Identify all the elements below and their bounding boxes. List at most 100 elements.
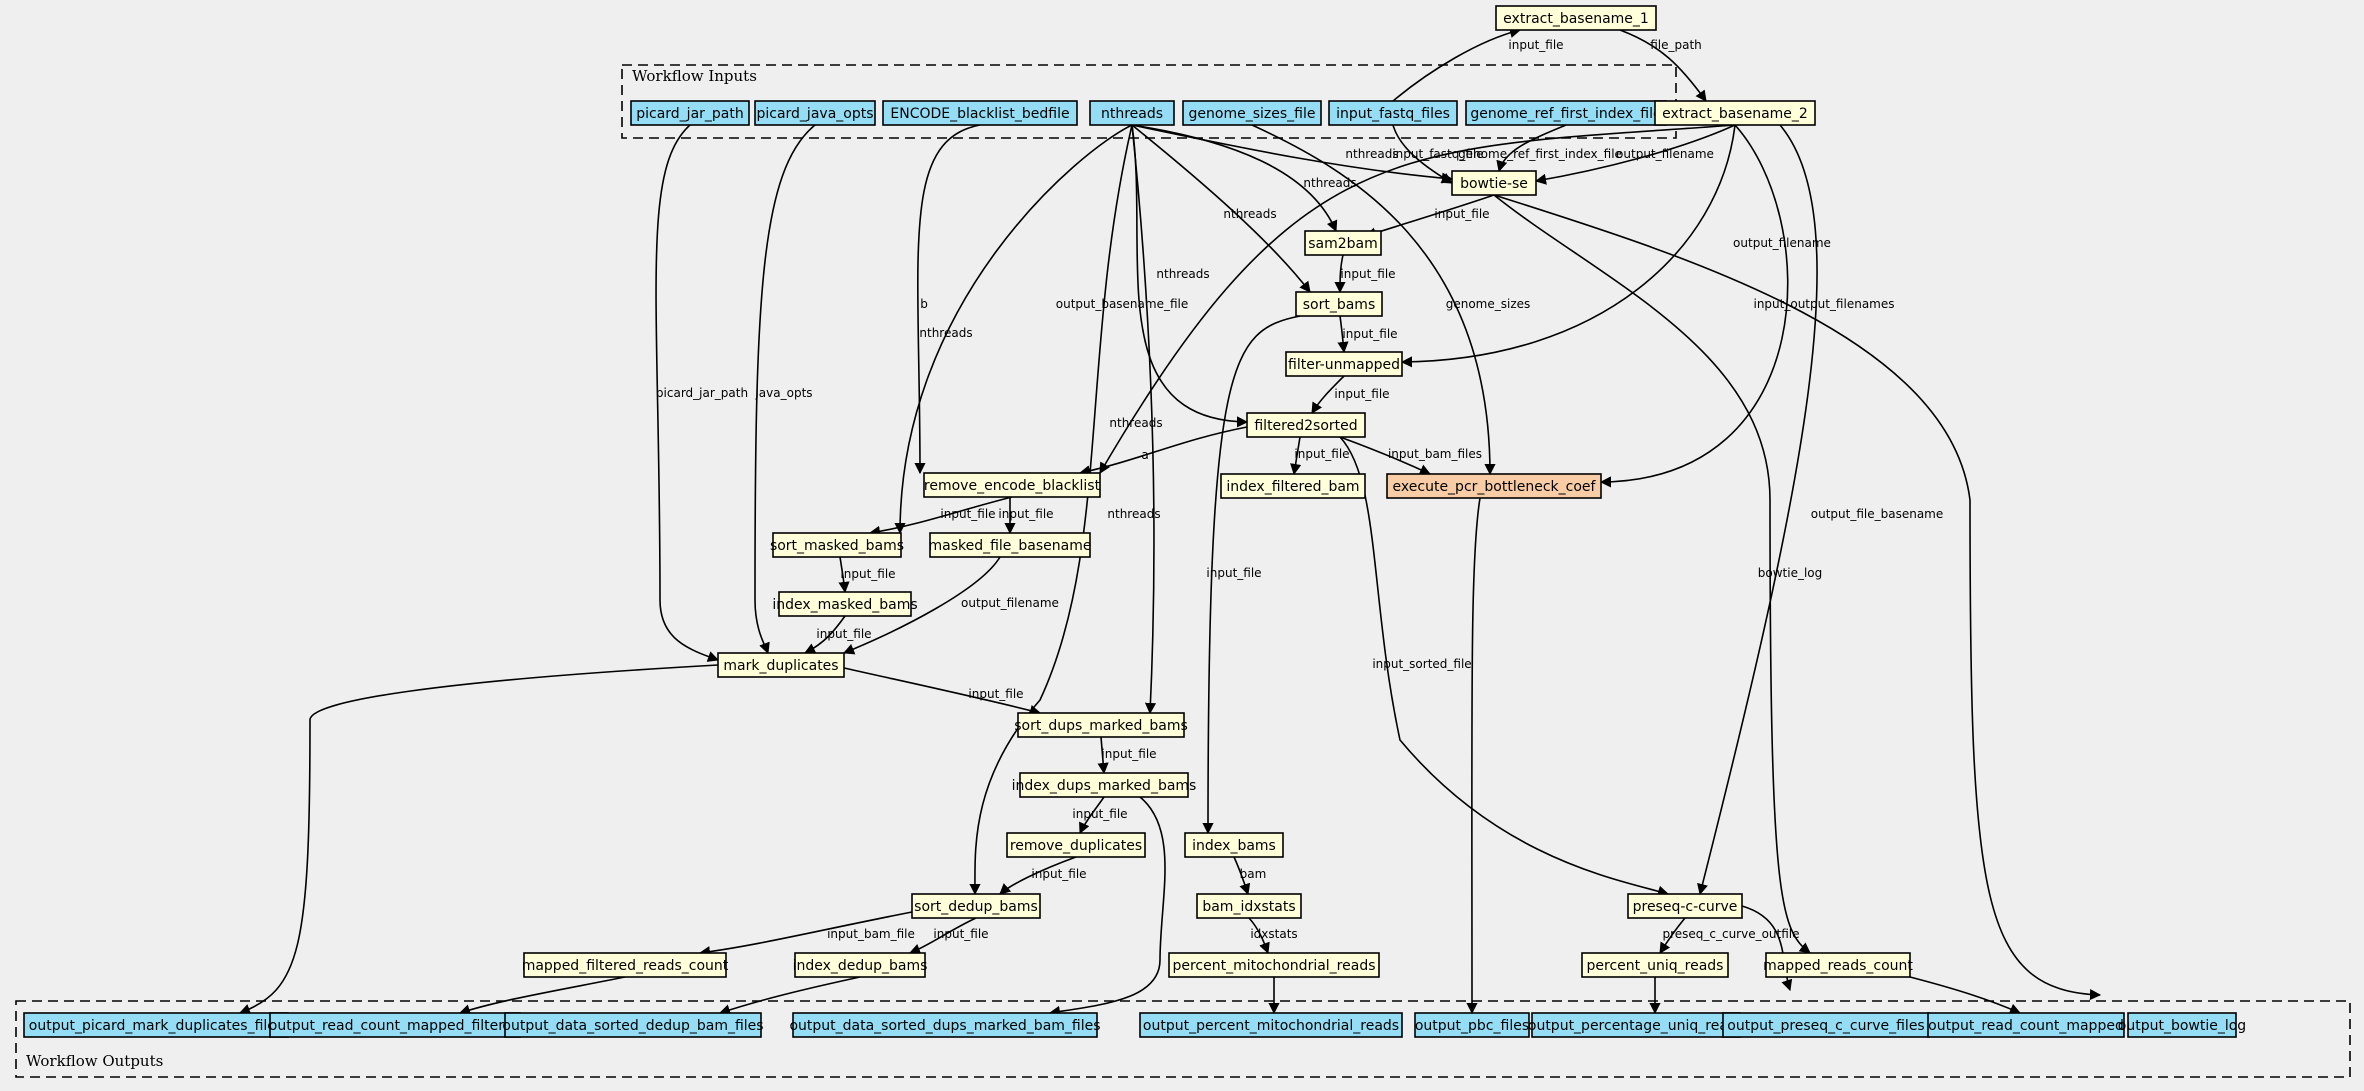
edge-nthreads-to-sort-dups-marked-bams bbox=[1131, 124, 1157, 715]
node-label: genome_sizes_file bbox=[1189, 106, 1316, 122]
output-output-data-sorted-dups-marked-bam-files[interactable]: output_data_sorted_dups_marked_bam_files bbox=[789, 1012, 1101, 1038]
edge-label: idxstats bbox=[1250, 927, 1297, 941]
node-box bbox=[269, 1012, 521, 1038]
node-box bbox=[1765, 952, 1911, 978]
input-genome-sizes-file[interactable]: genome_sizes_file bbox=[1182, 100, 1322, 126]
input-genome-ref-first-index-file[interactable]: genome_ref_first_index_file bbox=[1465, 100, 1667, 126]
step-mark-duplicates[interactable]: mark_duplicates bbox=[717, 652, 845, 678]
node-label: sam2bam bbox=[1308, 236, 1378, 252]
edge-filter-unmapped-to-filtered2sorted bbox=[1311, 375, 1345, 414]
edge-extract-basename-1-to-extract-basename-2 bbox=[1619, 29, 1707, 102]
step-bam-idxstats[interactable]: bam_idxstats bbox=[1196, 893, 1302, 919]
edge-index-dedup-bams-to-output-data-sorted-dedup-bam-files bbox=[718, 976, 861, 1016]
node-box bbox=[1196, 893, 1302, 919]
node-box bbox=[929, 532, 1091, 558]
step-mapped-filtered-reads-count[interactable]: mapped_filtered_reads_count bbox=[522, 952, 729, 978]
edge-label: input_output_filenames bbox=[1753, 297, 1894, 311]
edge-label: input_file bbox=[1031, 867, 1086, 881]
node-box bbox=[1927, 1012, 2125, 1038]
step-filter-unmapped[interactable]: filter-unmapped bbox=[1285, 351, 1403, 377]
edge-label: nthreads bbox=[1223, 207, 1276, 221]
node-label: mapped_filtered_reads_count bbox=[522, 958, 729, 974]
edge-sort-dups-marked-bams-to-index-dups-marked-bams bbox=[1097, 736, 1109, 775]
edge-remove-encode-blacklist-to-sort-masked-bams bbox=[868, 496, 1013, 537]
output-output-percent-mitochondrial-reads[interactable]: output_percent_mitochondrial_reads bbox=[1139, 1012, 1403, 1038]
step-sort-bams[interactable]: sort_bams bbox=[1295, 291, 1383, 317]
output-output-read-count-mapped-filtered[interactable]: output_read_count_mapped_filtered bbox=[269, 1012, 521, 1038]
step-sort-dedup-bams[interactable]: sort_dedup_bams bbox=[911, 893, 1041, 919]
edge-label: input_file bbox=[940, 507, 995, 521]
step-index-dedup-bams[interactable]: index_dedup_bams bbox=[793, 952, 928, 978]
step-execute-pcr-bottleneck-coef[interactable]: execute_pcr_bottleneck_coef bbox=[1386, 473, 1602, 499]
step-sam2bam[interactable]: sam2bam bbox=[1304, 230, 1382, 256]
output-output-preseq-c-curve-files[interactable]: output_preseq_c_curve_files bbox=[1722, 1012, 1930, 1038]
step-index-filtered-bam[interactable]: index_filtered_bam bbox=[1220, 473, 1366, 499]
node-box bbox=[1184, 832, 1284, 858]
node-box bbox=[1295, 291, 1383, 317]
input-ENCODE-blacklist-bedfile[interactable]: ENCODE_blacklist_bedfile bbox=[882, 100, 1078, 126]
node-box bbox=[882, 100, 1078, 126]
edge-label: output_filename bbox=[961, 596, 1059, 610]
node-label: sort_masked_bams bbox=[770, 538, 904, 554]
node-box bbox=[1220, 473, 1366, 499]
node-box bbox=[1017, 712, 1185, 738]
node-label: index_dups_marked_bams bbox=[1012, 778, 1197, 794]
output-output-pbc-files[interactable]: output_pbc_files bbox=[1414, 1012, 1530, 1038]
edge-bowtie-se-to-output-bowtie-log bbox=[1493, 194, 2102, 1001]
step-mapped-reads-count[interactable]: mapped_reads_count bbox=[1763, 952, 1913, 978]
step-preseq-c-curve[interactable]: preseq-c-curve bbox=[1627, 893, 1743, 919]
input-input-fastq-files[interactable]: input_fastq_files bbox=[1328, 100, 1458, 126]
step-sort-dups-marked-bams[interactable]: sort_dups_marked_bams bbox=[1014, 712, 1188, 738]
node-box bbox=[1328, 100, 1458, 126]
input-picard-jar-path[interactable]: picard_jar_path bbox=[630, 100, 750, 126]
node-label: remove_encode_blacklist bbox=[924, 478, 1101, 494]
step-remove-duplicates[interactable]: remove_duplicates bbox=[1006, 832, 1146, 858]
node-label: index_bams bbox=[1192, 838, 1276, 854]
step-remove-encode-blacklist[interactable]: remove_encode_blacklist bbox=[923, 472, 1101, 498]
edge-nthreads-to-sort-dedup-bams bbox=[969, 124, 1133, 896]
edge-filtered2sorted-to-preseq-c-curve bbox=[1339, 436, 1670, 897]
edge-nthreads-to-bowtie-se bbox=[1131, 124, 1454, 184]
step-bowtie-se[interactable]: bowtie-se bbox=[1451, 170, 1537, 196]
node-label: mapped_reads_count bbox=[1763, 958, 1913, 974]
node-box bbox=[1386, 473, 1602, 499]
node-label: output_data_sorted_dedup_bam_files bbox=[502, 1018, 763, 1034]
edge-extract-basename-2-to-filter-unmapped bbox=[1400, 124, 1736, 368]
step-percent-uniq-reads[interactable]: percent_uniq_reads bbox=[1581, 952, 1729, 978]
step-index-bams[interactable]: index_bams bbox=[1184, 832, 1284, 858]
edge-label: nthreads bbox=[919, 326, 972, 340]
output-output-percentage-uniq-reads[interactable]: output_percentage_uniq_reads bbox=[1528, 1012, 1744, 1038]
edge-extract-basename-2-to-bowtie-se bbox=[1534, 124, 1736, 185]
edge-sort-dedup-bams-to-mapped-filtered-reads-count bbox=[698, 911, 913, 958]
edge-nthreads-to-sam2bam bbox=[1131, 124, 1338, 233]
output-output-bowtie-log[interactable]: output_bowtie_log bbox=[2118, 1012, 2246, 1038]
edge-bam-idxstats-to-percent-mitochondrial-reads bbox=[1248, 917, 1270, 955]
step-extract-basename-2[interactable]: extract_basename_2 bbox=[1654, 100, 1816, 126]
step-filtered2sorted[interactable]: filtered2sorted bbox=[1246, 412, 1366, 438]
output-output-data-sorted-dedup-bam-files[interactable]: output_data_sorted_dedup_bam_files bbox=[502, 1012, 764, 1038]
edge-label: java_opts bbox=[754, 386, 812, 400]
node-label: extract_basename_1 bbox=[1503, 11, 1649, 27]
edge-nthreads-to-sort-masked-bams bbox=[894, 124, 1133, 535]
step-index-dups-marked-bams[interactable]: index_dups_marked_bams bbox=[1012, 772, 1197, 798]
edge-sam2bam-to-sort-bams bbox=[1334, 254, 1346, 294]
step-sort-masked-bams[interactable]: sort_masked_bams bbox=[770, 532, 904, 558]
node-box bbox=[772, 532, 902, 558]
node-label: output_read_count_mapped_filtered bbox=[269, 1018, 521, 1034]
input-nthreads[interactable]: nthreads bbox=[1089, 100, 1175, 126]
output-output-picard-mark-duplicates-files[interactable]: output_picard_mark_duplicates_files bbox=[23, 1012, 289, 1038]
step-index-masked-bams[interactable]: index_masked_bams bbox=[772, 591, 918, 617]
node-box bbox=[792, 1012, 1098, 1038]
node-label: execute_pcr_bottleneck_coef bbox=[1393, 479, 1597, 495]
step-masked-file-basename[interactable]: masked_file_basename bbox=[928, 532, 1092, 558]
node-box bbox=[717, 652, 845, 678]
node-box bbox=[1581, 952, 1729, 978]
input-picard-java-opts[interactable]: picard_java_opts bbox=[754, 100, 876, 126]
node-box bbox=[778, 591, 912, 617]
edge-mapped-filtered-reads-count-to-output-read-count-mapped-filtered bbox=[458, 976, 626, 1016]
step-extract-basename-1[interactable]: extract_basename_1 bbox=[1495, 5, 1657, 31]
edge-picard-jar-path-to-mark-duplicates bbox=[655, 124, 720, 662]
step-percent-mitochondrial-reads[interactable]: percent_mitochondrial_reads bbox=[1168, 952, 1380, 978]
output-output-read-count-mapped[interactable]: output_read_count_mapped bbox=[1927, 1012, 2125, 1038]
node-box bbox=[2127, 1012, 2237, 1038]
